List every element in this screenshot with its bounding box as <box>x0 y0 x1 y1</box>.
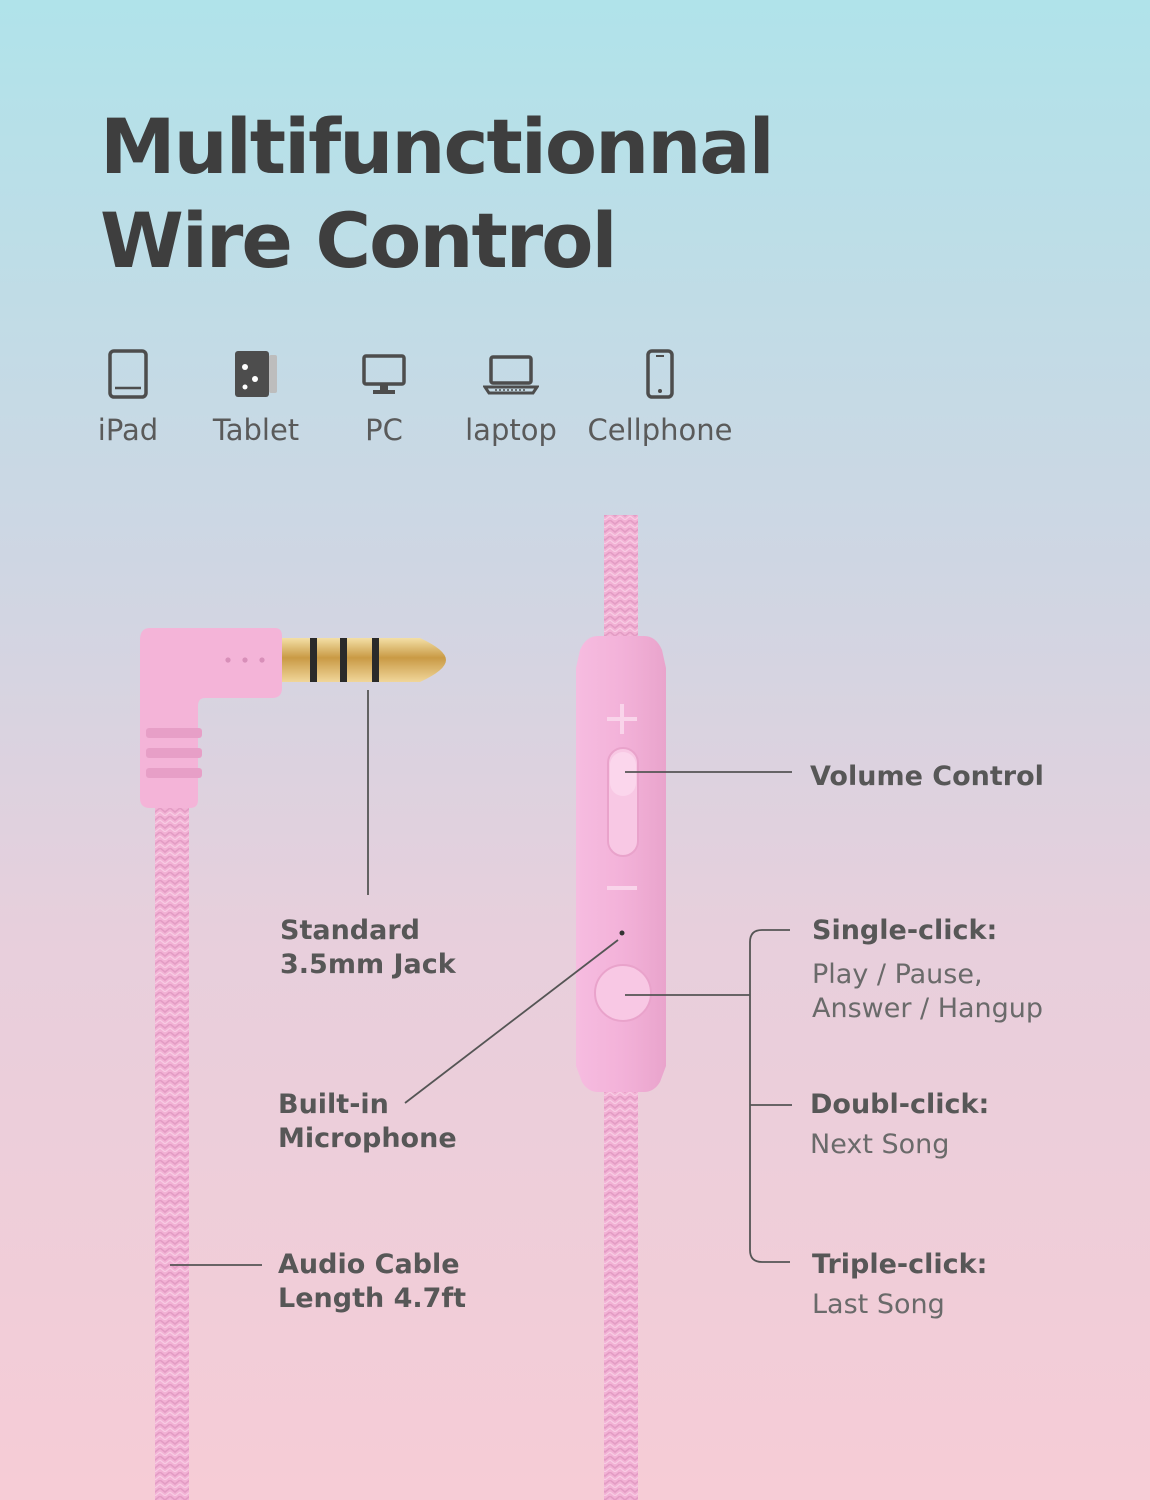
double-click-callout: Doubl-click: Next Song <box>810 1088 989 1162</box>
cable-length-label-line2: Length 4.7ft <box>278 1283 467 1314</box>
device-tablet: Tablet <box>176 345 336 447</box>
jack-label-line2: 3.5mm Jack <box>280 949 456 980</box>
cable-upper-segment <box>604 515 638 645</box>
device-ipad: iPad <box>48 345 208 447</box>
cable-length-label-line1: Audio Cable <box>278 1249 460 1280</box>
single-click-line2: Answer / Hangup <box>812 993 1044 1024</box>
double-click-line1: Next Song <box>810 1129 950 1160</box>
jack-label: Standard 3.5mm Jack <box>280 914 456 982</box>
jack-plug <box>140 628 446 808</box>
ipad-icon <box>108 349 148 399</box>
device-label: Tablet <box>212 413 300 447</box>
single-click-heading: Single-click: <box>812 915 998 946</box>
triple-click-callout: Triple-click: Last Song <box>812 1248 987 1322</box>
volume-control-label: Volume Control <box>810 761 1044 792</box>
single-click-line1: Play / Pause, <box>812 959 983 990</box>
device-label: Cellphone <box>587 413 733 447</box>
double-click-heading: Doubl-click: <box>810 1089 990 1120</box>
device-label: PC <box>365 413 403 447</box>
microphone-label-line2: Microphone <box>278 1123 457 1154</box>
page-title: Multifunctionnal Wire Control <box>100 100 775 288</box>
cellphone-icon <box>646 349 674 399</box>
device-pc: PC <box>304 345 464 447</box>
device-cellphone: Cellphone <box>580 345 740 447</box>
triple-click-heading: Triple-click: <box>812 1249 988 1280</box>
tablet-icon <box>235 351 277 397</box>
device-label: laptop <box>465 413 557 447</box>
single-click-callout: Single-click: Play / Pause, Answer / Han… <box>812 914 1043 1026</box>
device-label: iPad <box>97 413 159 447</box>
device-laptop: laptop <box>431 345 591 447</box>
cable-left-segment <box>155 790 189 1500</box>
callout-lines <box>170 690 792 1266</box>
microphone-label-line1: Built-in <box>278 1089 389 1120</box>
pc-monitor-icon <box>362 354 406 394</box>
cable-length-label: Audio Cable Length 4.7ft <box>278 1248 466 1316</box>
laptop-icon <box>483 355 539 395</box>
multifunction-button <box>594 964 652 1022</box>
jack-label-line1: Standard <box>280 915 420 946</box>
title-line-1: Multifunctionnal <box>100 102 775 191</box>
inline-remote <box>576 636 666 1092</box>
microphone-hole <box>619 930 625 936</box>
cable-lower-segment <box>604 1085 638 1500</box>
title-line-2: Wire Control <box>100 196 618 285</box>
plus-icon <box>607 704 637 734</box>
triple-click-line1: Last Song <box>812 1289 945 1320</box>
microphone-label: Built-in Microphone <box>278 1088 457 1156</box>
